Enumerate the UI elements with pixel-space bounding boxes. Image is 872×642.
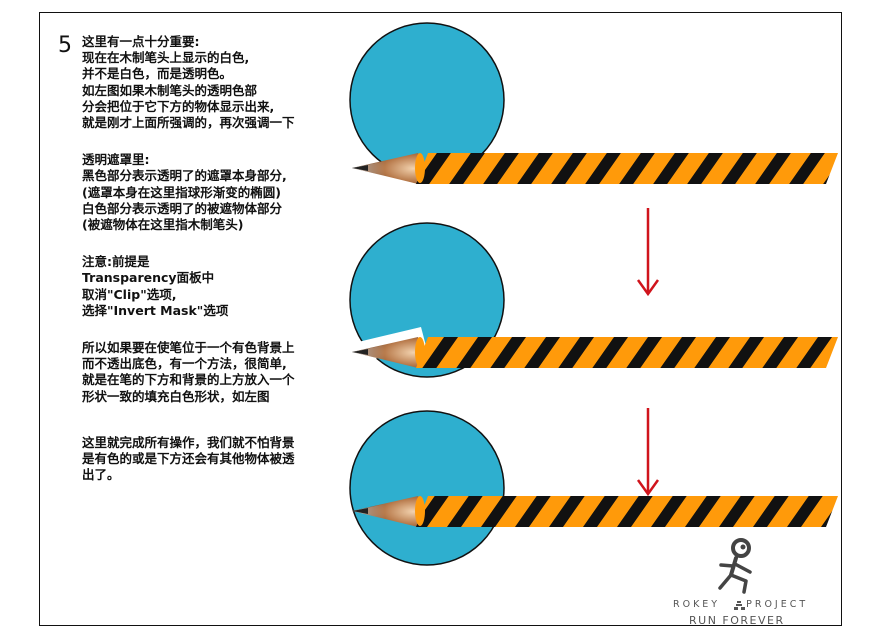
text-line: 这里就完成所有操作，我们就不怕背景	[82, 434, 295, 450]
paragraph-1: 这里有一点十分重要: 现在在木制笔头上显示的白色, 并不是白色，而是透明色。 如…	[82, 34, 342, 131]
text-line: Transparency面板中	[82, 270, 215, 286]
pencil-wood-tip	[352, 153, 424, 184]
down-arrow-2	[636, 408, 660, 497]
rokey-mark-icon	[734, 601, 745, 610]
text-line: 注意:前提是	[82, 254, 150, 270]
pencil-illustration-3	[349, 410, 838, 566]
text-line: 现在在木制笔头上显示的白色,	[82, 50, 250, 66]
text-line: 如左图如果木制笔头的透明色部	[82, 82, 258, 98]
paragraph-4: 所以如果要在使笔位于一个有色背景上 而不透出底色，有一个方法，很简单, 就是在笔…	[82, 340, 342, 405]
logo-run-forever: RUN FOREVER	[689, 614, 785, 627]
pencil-wood-tip	[352, 337, 424, 368]
down-arrow-1	[636, 208, 660, 297]
text-line: (被遮物体在这里指木制笔头)	[82, 217, 244, 233]
blue-circle	[349, 410, 505, 566]
text-line: 就是在笔的下方和背景的上方放入一个	[82, 372, 295, 388]
instruction-text: 这里有一点十分重要: 现在在木制笔头上显示的白色, 并不是白色，而是透明色。 如…	[82, 34, 342, 483]
paragraph-2: 透明遮罩里: 黑色部分表示透明了的遮罩本身部分, (遮罩本身在这里指球形渐变的椭…	[82, 152, 342, 233]
paragraph-3: 注意:前提是 Transparency面板中 取消"Clip"选项, 选择"In…	[82, 254, 342, 319]
pencil-lead	[352, 508, 368, 514]
running-man-logo-icon	[718, 538, 752, 594]
text-line: 这里有一点十分重要:	[82, 34, 200, 49]
text-line: 并不是白色，而是透明色。	[82, 66, 233, 82]
pencil-body-stripes	[416, 153, 838, 184]
text-line: 而不透出底色，有一个方法，很简单,	[82, 356, 287, 372]
pencil-wood-tip	[352, 496, 424, 527]
page-frame	[39, 12, 842, 626]
logo-word-project: PROJECT	[746, 599, 809, 610]
text-line: 选择"Invert Mask"选项	[82, 302, 229, 318]
text-line: 黑色部分表示透明了的遮罩本身部分,	[82, 168, 287, 184]
text-line: 就是刚才上面所强调的，再次强调一下	[82, 115, 295, 131]
pencil-body-stripes	[416, 496, 838, 527]
text-line: 透明遮罩里:	[82, 152, 150, 168]
text-line: 所以如果要在使笔位于一个有色背景上	[82, 340, 295, 356]
text-line: 分会把位于它下方的物体显示出来,	[82, 98, 275, 114]
pencil-illustration-1	[349, 22, 838, 184]
text-line: 白色部分表示透明了的被遮物体部分	[82, 200, 283, 216]
logo-word-rokey: ROKEY	[673, 599, 721, 610]
step-number: 5	[58, 33, 72, 58]
pencil-body-stripes	[416, 337, 838, 368]
pencil-illustration-2	[349, 222, 838, 378]
pencil-lead	[352, 165, 368, 171]
text-line: 取消"Clip"选项,	[82, 286, 177, 302]
text-line: (遮罩本身在这里指球形渐变的椭圆)	[82, 184, 281, 200]
text-line: 是有色的或是下方还会有其他物体被透	[82, 451, 295, 467]
logo-tagline: ROKEY PROJECT	[673, 599, 808, 610]
text-line: 形状一致的填充白色形状，如左图	[82, 388, 270, 404]
text-line: 出了。	[82, 467, 120, 483]
paragraph-5: 这里就完成所有操作，我们就不怕背景 是有色的或是下方还会有其他物体被透 出了。	[82, 435, 342, 484]
pencil-lead	[352, 349, 368, 355]
